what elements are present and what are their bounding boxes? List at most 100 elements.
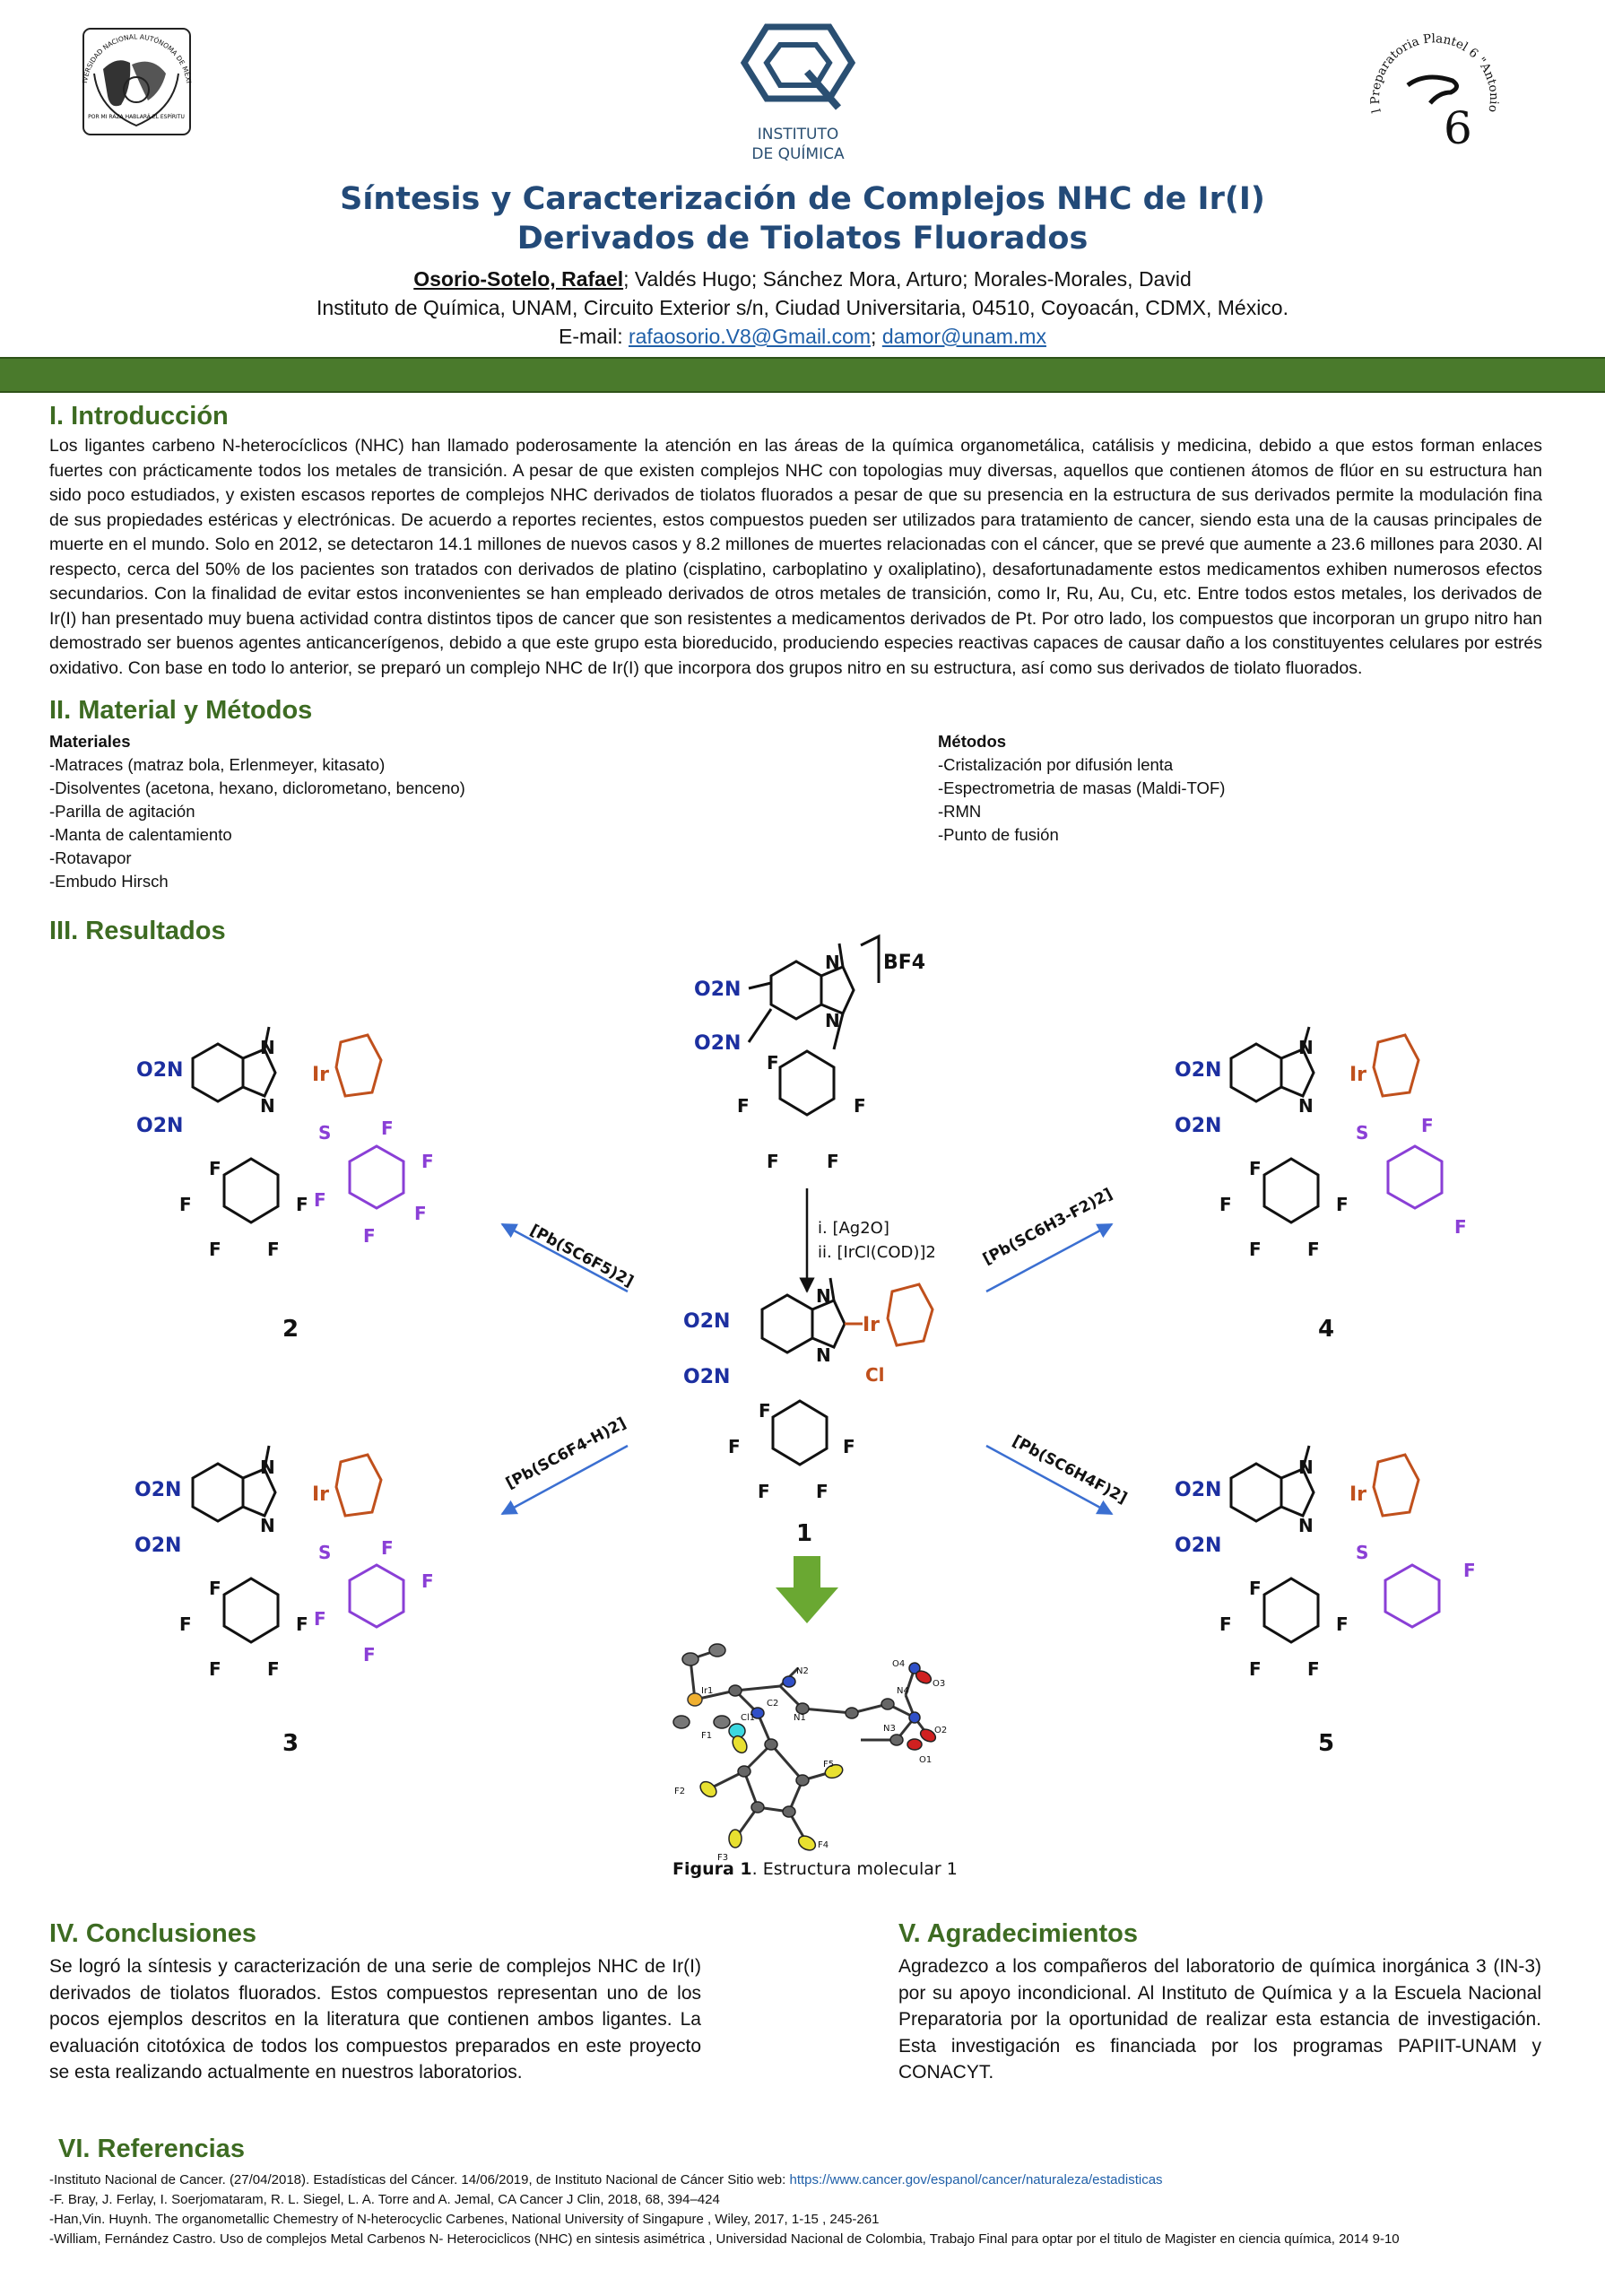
atom-f: F [363,1644,376,1665]
atom-cl: Cl [865,1364,885,1386]
reagent-step1: i. [Ag2O] [818,1219,889,1238]
atom-f: F [1336,1613,1349,1635]
methods-title: Métodos [938,732,1007,751]
reference-item: -F. Bray, J. Ferlay, I. Soerjomataram, R… [49,2192,720,2207]
atom-f: F [1336,1194,1349,1215]
counterion-bf4: BF4 [883,952,925,974]
list-item: -Punto de fusión [938,825,1059,844]
acknowledgements-heading: V. Agradecimientos [898,1919,1139,1948]
crystal-label: N1 [794,1713,806,1723]
atom-ir: Ir [312,1483,329,1506]
compound-5: O2N O2N N N Ir S F F F F F F 5 [1175,1445,1476,1757]
affiliation: Instituto de Química, UNAM, Circuito Ext… [317,296,1288,319]
atom-f: F [1421,1115,1434,1136]
atom-f: F [759,1400,771,1422]
reaction-scheme: O2N O2N N N BF4 F F F F F i. [Ag2O] ii. … [134,934,1476,1879]
atom-f: F [363,1225,376,1247]
atom-n: N [1298,1095,1314,1117]
atom-n: N [825,1010,840,1031]
nitro-label: O2N [683,1310,730,1333]
atom-f: F [209,1578,221,1599]
crystal-label: N2 [796,1666,809,1676]
intro-heading: I. Introducción [49,402,229,430]
nitro-label: O2N [134,1535,181,1557]
email-link-2[interactable]: damor@unam.mx [881,325,1046,348]
compound-label-3: 3 [282,1730,299,1757]
atom-f: F [767,1052,779,1074]
nitro-label: O2N [683,1366,730,1388]
atom-f: F [267,1239,280,1260]
atom-n: N [260,1095,275,1117]
list-item: -Parilla de agitación [49,802,195,821]
atom-n: N [816,1285,831,1307]
results-heading: III. Resultados [49,917,226,945]
references-heading: VI. Referencias [58,2135,245,2163]
compound-2: O2N O2N N N Ir S F F F F F F F F F F 2 [136,1026,434,1343]
acknowledgements-text: Agradezco a los compañeros del laborator… [898,1956,1541,2083]
atom-f: F [381,1118,394,1139]
materials-title: Materiales [49,732,131,751]
atom-f: F [1219,1613,1232,1635]
atom-f: F [843,1436,855,1457]
atom-n: N [1298,1457,1314,1478]
atom-f: F [209,1158,221,1179]
reagent-4: [Pb(SC6H3-F2)2] [980,1185,1115,1268]
conclusions-text: Se logró la síntesis y caracterización d… [49,1956,701,2083]
methods-list: Métodos -Cristalización por difusión len… [938,730,1521,847]
references-list: -Instituto Nacional de Cancer. (27/04/20… [49,2170,1565,2249]
crystal-label: C2 [767,1699,778,1709]
crystal-label: O3 [933,1679,945,1689]
atom-s: S [318,1542,331,1563]
atom-f: F [1307,1239,1320,1260]
list-item: -Espectrometria de masas (Maldi-TOF) [938,778,1226,797]
atom-f: F [296,1613,308,1635]
header-divider-bar [0,357,1605,393]
unam-logo: UNIVERSIDAD NACIONAL AUTÓNOMA DE MÉXICO … [76,20,193,135]
crystal-label: F3 [717,1853,728,1863]
instituto-quimica-logo: INSTITUTO DE QUÍMICA [740,23,856,163]
figure-caption-text: . Estructura molecular 1 [752,1859,958,1879]
atom-f: F [728,1436,741,1457]
atom-f: F [414,1203,427,1224]
crystal-label: N3 [883,1724,896,1734]
list-item: -Manta de calentamiento [49,825,232,844]
atom-f: F [1249,1239,1262,1260]
atom-f: F [209,1239,221,1260]
list-item: -Matraces (matraz bola, Erlenmeyer, kita… [49,755,386,774]
atom-f: F [737,1095,750,1117]
authors-block: Osorio-Sotelo, Rafael; Valdés Hugo; Sánc… [179,265,1426,351]
methods-heading: II. Material y Métodos [49,696,313,725]
reference-1-link[interactable]: https://www.cancer.gov/espanol/cancer/na… [789,2172,1163,2187]
arrow-to-3 [500,1444,629,1516]
crystal-label: O2 [934,1726,947,1735]
crystal-label: N4 [897,1686,909,1696]
atom-s: S [1356,1122,1368,1144]
atom-n: N [260,1037,275,1058]
atom-f: F [1249,1658,1262,1680]
arrow-down-icon [776,1556,838,1623]
atom-f: F [421,1151,434,1172]
nitro-label: O2N [694,978,741,1001]
figure-caption-bold: Figura 1 [672,1859,752,1879]
reagent-3: [Pb(SC6F4-H)2] [503,1414,629,1493]
enp-plantel6-logo: Escuela Nacional Preparatoria Plantel 6 … [1354,22,1501,154]
crystal-label: F5 [823,1760,834,1770]
email-link-1[interactable]: rafaosorio.V8@Gmail.com [628,325,872,348]
atom-f: F [758,1481,770,1502]
compound-4: O2N O2N N N Ir S F F F F F F F 4 [1175,1026,1467,1343]
atom-n: N [1298,1515,1314,1536]
email-label: E-mail: [559,325,629,348]
list-item: -Disolventes (acetona, hexano, diclorome… [49,778,465,797]
atom-ir: Ir [1349,1064,1366,1086]
crystal-label: F2 [674,1787,685,1796]
atom-ir: Ir [312,1064,329,1086]
compound-label-4: 4 [1318,1316,1334,1343]
svg-text:DE QUÍMICA: DE QUÍMICA [751,144,845,163]
crystal-label: F4 [818,1840,829,1850]
list-item: -Rotavapor [49,848,132,867]
arrow-to-5 [985,1444,1114,1516]
crystal-label: F1 [701,1731,712,1741]
svg-text:INSTITUTO: INSTITUTO [758,126,839,144]
crystal-structure: Ir1 C2 N2 N1 Cl1 F1 F2 F3 F4 F5 O4 O3 N4… [672,1643,947,1863]
atom-f: F [381,1537,394,1559]
